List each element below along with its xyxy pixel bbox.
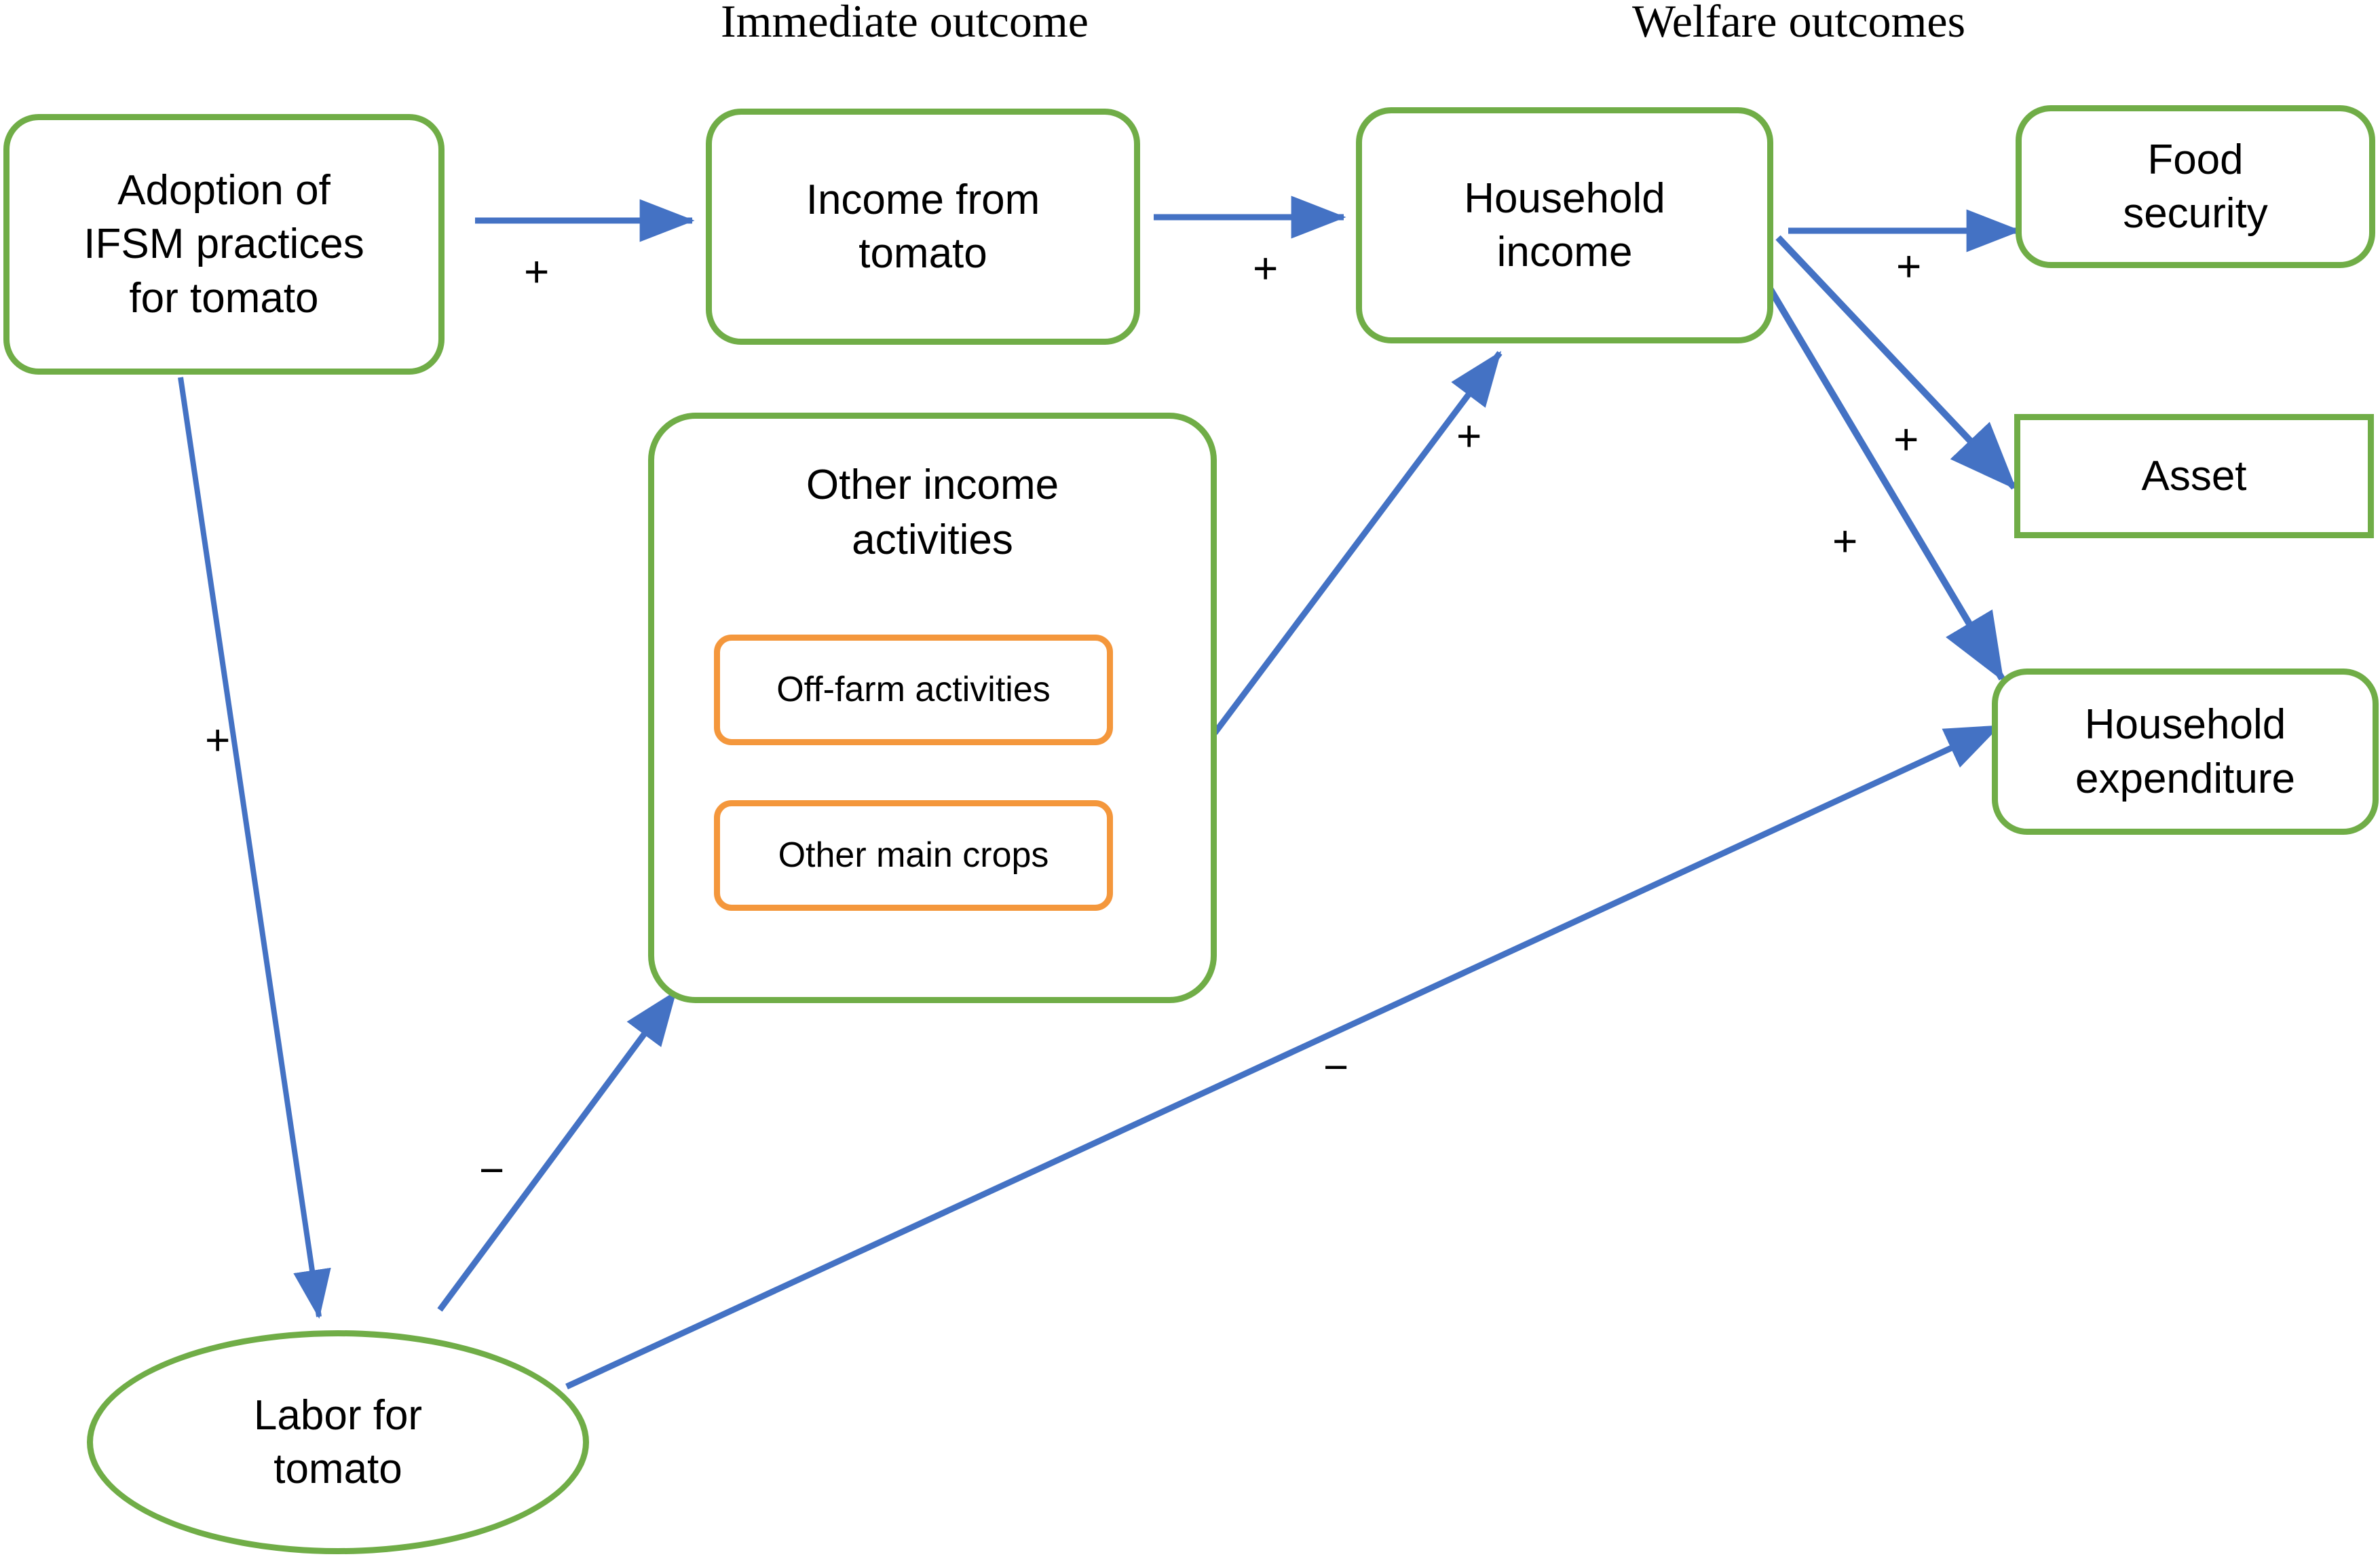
node-income-tomato-line-2: tomato: [858, 230, 987, 277]
node-adoption-line-1: Adoption of: [117, 166, 330, 214]
node-household-income-line-1: Household: [1464, 174, 1665, 222]
edge-adoption-to-labor-tomato: [178, 377, 331, 1319]
sign-other-income-to-household: +: [1456, 411, 1482, 460]
node-labor-for-tomato-label: Labor for tomato: [254, 1389, 422, 1497]
node-food-security-label: Food security: [2123, 133, 2268, 241]
node-household-expenditure-label: Household expenditure: [2075, 698, 2295, 806]
node-labor-for-tomato[interactable]: Labor for tomato: [87, 1330, 589, 1554]
sign-household-to-food: +: [1896, 242, 1922, 290]
node-household-expenditure-line-1: Household: [2084, 701, 2286, 749]
node-income-from-tomato[interactable]: Income from tomato: [706, 109, 1140, 345]
node-income-tomato-label: Income from tomato: [806, 173, 1040, 281]
node-food-security-line-1: Food: [2147, 136, 2244, 183]
node-adoption-line-3: for tomato: [129, 274, 319, 322]
sign-adoption-to-labor: +: [205, 715, 231, 764]
node-other-income-activities[interactable]: Other income activities Off-farm activit…: [648, 413, 1217, 1003]
node-labor-for-tomato-line-2: tomato: [273, 1446, 402, 1492]
node-adoption-of-ifsm-practices[interactable]: Adoption of IFSM practices for tomato: [3, 114, 445, 375]
node-asset-label: Asset: [2141, 452, 2247, 500]
node-household-expenditure-line-2: expenditure: [2075, 755, 2296, 802]
node-adoption-line-2: IFSM practices: [83, 221, 364, 268]
node-labor-for-tomato-line-1: Labor for: [253, 1391, 423, 1439]
sign-household-to-asset: +: [1893, 415, 1919, 464]
node-food-security[interactable]: Food security: [2016, 105, 2375, 268]
node-household-expenditure[interactable]: Household expenditure: [1992, 669, 2379, 835]
edge-labor-tomato-to-other-income: [437, 990, 678, 1312]
node-other-income-line-1: Other income: [806, 462, 1059, 508]
node-other-main-crops[interactable]: Other main crops: [714, 800, 1113, 911]
sign-labor-to-expenditure: −: [1323, 1042, 1349, 1091]
column-header-welfare-outcomes: Welfare outcomes: [1632, 0, 1966, 47]
node-other-income-activities-label: Other income activities: [654, 458, 1211, 567]
node-food-security-line-2: security: [2123, 190, 2268, 237]
node-income-tomato-line-1: Income from: [806, 176, 1040, 223]
node-household-income-label: Household income: [1464, 172, 1665, 280]
node-other-main-crops-label: Other main crops: [778, 835, 1049, 876]
node-household-income[interactable]: Household income: [1356, 107, 1773, 343]
edge-other-income-to-household-income: [1212, 351, 1503, 735]
sign-income-to-household: +: [1253, 244, 1279, 293]
node-other-income-line-2: activities: [852, 516, 1013, 563]
sign-household-to-expenditure: +: [1832, 516, 1858, 565]
node-off-farm-activities-label: Off-farm activities: [776, 670, 1051, 710]
node-asset[interactable]: Asset: [2014, 414, 2374, 538]
sign-adoption-to-income: +: [524, 247, 550, 296]
edge-household-income-to-household-expenditure: [1767, 286, 2005, 682]
node-household-income-line-2: income: [1496, 229, 1633, 276]
node-adoption-label: Adoption of IFSM practices for tomato: [83, 164, 364, 325]
sign-labor-to-other-income: −: [479, 1146, 505, 1195]
column-header-immediate-outcome: Immediate outcome: [721, 0, 1089, 47]
node-off-farm-activities[interactable]: Off-farm activities: [714, 635, 1113, 745]
